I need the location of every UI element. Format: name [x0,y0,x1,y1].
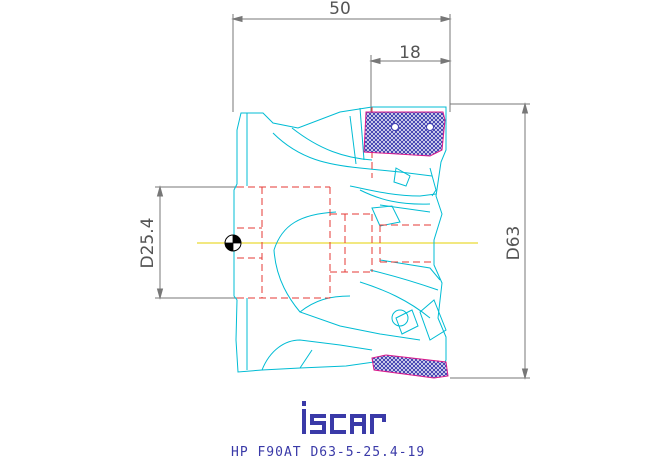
dimension-bore-diameter [155,185,237,300]
overall-length-label: 50 [329,0,351,19]
iscar-logo: iscar [302,401,386,434]
dimension-insert-length [369,55,452,112]
hidden-lines [237,107,432,299]
upper-insert-hole-right [426,123,434,131]
lower-insert [371,354,449,379]
center-mark-symbol [224,234,242,252]
bore-diameter-label: D25.4 [138,218,158,269]
cutter-body-outline [233,106,447,373]
dimension-overall-length [231,14,452,112]
cutter-diameter-label: D63 [504,226,524,261]
part-number-caption: HP F90AT D63-5-25.4-19 [231,445,425,460]
insert-length-label: 18 [399,43,421,63]
dimension-cutter-diameter [450,102,530,380]
upper-insert [363,111,446,157]
upper-insert-hole-left [391,123,399,131]
